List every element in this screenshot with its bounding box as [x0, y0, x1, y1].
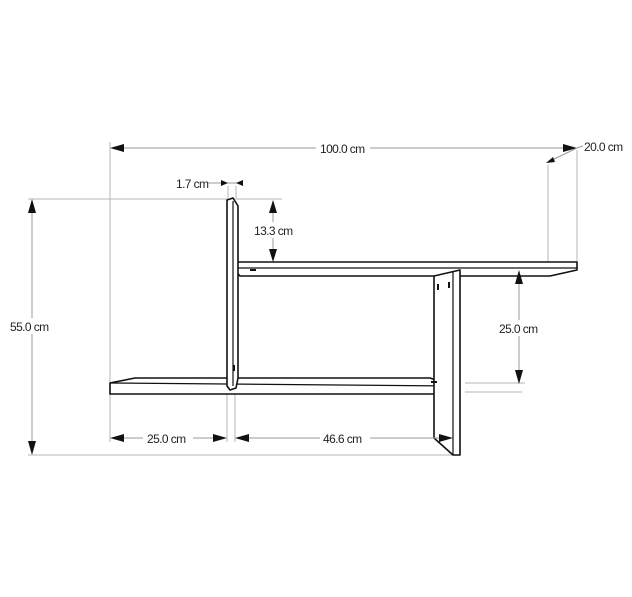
arrow-down-icon — [515, 370, 523, 384]
mount-hole-icon — [233, 365, 235, 371]
dimension-panel-thickness: 1.7 cm — [176, 177, 243, 191]
dimension-total-width: 100.0 cm — [110, 140, 577, 156]
dim-label-middle-span: 46.6 cm — [323, 432, 362, 446]
dimension-middle-span: 46.6 cm — [235, 430, 453, 446]
mount-hole-icon — [448, 282, 450, 288]
top-shelf-board — [235, 261, 578, 277]
dim-label-top-offset: 13.3 cm — [254, 224, 293, 238]
arrow-right-icon — [213, 434, 227, 442]
arrow-right-icon — [221, 180, 228, 186]
dimension-shelf-spacing: 25.0 cm — [496, 270, 542, 384]
arrow-down-icon — [28, 441, 36, 455]
arrow-down-icon — [269, 249, 277, 262]
arrow-up-icon — [28, 199, 36, 213]
arrow-right-icon — [439, 434, 453, 442]
arrow-right-icon — [563, 144, 577, 152]
arrow-up-icon — [515, 270, 523, 284]
dim-label-panel-thickness: 1.7 cm — [176, 177, 209, 191]
dim-label-total-width: 100.0 cm — [320, 142, 365, 156]
dimension-left-overhang: 25.0 cm — [110, 430, 227, 446]
dimension-depth: 20.0 cm — [546, 140, 624, 163]
arrow-diagonal-icon — [546, 157, 555, 163]
arrow-left-icon — [236, 180, 243, 186]
arrow-up-icon — [269, 200, 277, 213]
extension-lines — [28, 142, 578, 456]
dim-label-depth: 20.0 cm — [584, 140, 623, 154]
dimension-total-height: 55.0 cm — [8, 199, 56, 455]
shelf-drawing — [109, 197, 578, 456]
arrow-left-icon — [235, 434, 249, 442]
mount-hole-icon — [431, 381, 437, 383]
dim-label-shelf-spacing: 25.0 cm — [499, 322, 538, 336]
dimension-top-offset: 13.3 cm — [252, 200, 296, 262]
arrow-left-icon — [110, 144, 124, 152]
dim-label-total-height: 55.0 cm — [10, 320, 49, 334]
dim-label-left-overhang: 25.0 cm — [147, 432, 186, 446]
right-vertical-panel — [433, 269, 461, 456]
arrow-left-icon — [110, 434, 124, 442]
mount-hole-icon — [250, 269, 256, 271]
mount-hole-icon — [437, 284, 439, 290]
